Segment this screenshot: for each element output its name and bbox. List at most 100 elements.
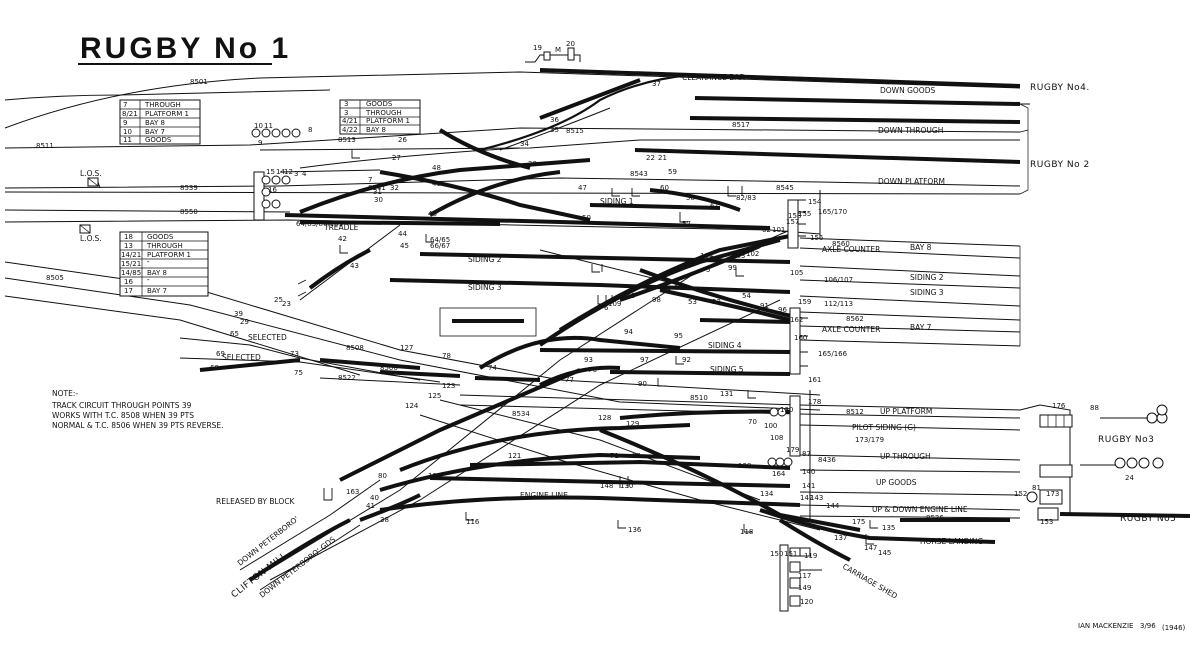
lever-number: 136 — [628, 526, 642, 534]
lever-number: 116 — [466, 518, 480, 526]
legend2-r1-num: 3 — [344, 100, 348, 108]
track-40 — [299, 224, 401, 301]
lever-number: 50 — [582, 214, 591, 222]
track-main-top — [539, 68, 1021, 88]
lever-number: 130 — [780, 406, 793, 414]
note-heading: NOTE:- — [52, 389, 78, 398]
legend1-r3-num: 9 — [123, 119, 127, 127]
label-siding2-right: SIDING 2 — [910, 273, 944, 282]
lever-number: 20 — [566, 40, 575, 48]
track-diag-2 — [558, 234, 791, 332]
lever-number: 62 — [762, 226, 771, 234]
legend3-r2-route: THROUGH — [146, 242, 183, 250]
lever-number: 138 — [738, 462, 751, 470]
label-down-goods: DOWN GOODS — [880, 86, 935, 95]
ground-signals — [297, 150, 878, 545]
lever-number: 97 — [640, 356, 649, 364]
lever-number: 73 — [290, 350, 299, 358]
legend-box-2: 3 GOODS 3 THROUGH 4/21 PLATFORM 1 4/22 B… — [339, 99, 421, 135]
rugby4-label: RUGBY No4. — [1030, 83, 1090, 93]
legend2-r2-num: 3 — [344, 109, 348, 117]
track-78 — [474, 376, 541, 382]
lever-number: 3 — [294, 170, 298, 178]
legend1-r2-route: PLATFORM 1 — [145, 110, 189, 118]
los-signal-2 — [79, 224, 91, 234]
signal-19-20 — [525, 47, 581, 63]
lever-number: 160 — [794, 334, 807, 342]
lever-number: 176 — [1052, 402, 1066, 410]
tc-label: 8526 — [926, 514, 944, 522]
lever-number: 22 — [646, 154, 655, 162]
track-pilot-siding — [799, 424, 1021, 431]
track-73 — [199, 358, 301, 372]
label-siding3: SIDING 3 — [468, 283, 502, 292]
lever-number: 130 — [620, 482, 633, 490]
lever-number: 49 — [432, 180, 441, 188]
lever-number: 37 — [652, 80, 661, 88]
lever-number: 24 — [1125, 474, 1134, 482]
track-engine-line — [379, 495, 801, 512]
track-up-platform-thick — [619, 409, 791, 420]
label-up-down-engine: UP & DOWN ENGINE LINE — [872, 505, 968, 514]
legend1-r5-route: GOODS — [145, 136, 172, 144]
lever-number: 124 — [405, 402, 419, 410]
tc-label: 8522 — [338, 374, 356, 382]
lever-number: 43 — [350, 262, 359, 270]
track-36-curve — [539, 78, 641, 120]
track-long-diag-3 — [339, 368, 581, 482]
lever-number: 101 — [772, 226, 785, 234]
lever-number: 82/83 — [736, 194, 756, 202]
lever-number: 100 — [764, 422, 777, 430]
track-upper-left — [4, 89, 331, 101]
lever-number: 87 — [802, 450, 811, 458]
track-bay8-right-2 — [799, 247, 1021, 259]
track-up-goods-right — [799, 491, 1021, 496]
note-line-4: NORMAL & T.C. 8506 WHEN 39 PTS REVERSE. — [52, 421, 224, 430]
lever-number: 77 — [565, 376, 574, 384]
track-bay8-right — [799, 237, 1021, 247]
lever-number: 164 — [772, 470, 786, 478]
legend3-r1-num: 18 — [124, 233, 133, 241]
signal-gantry-rugby3-upper — [1039, 404, 1168, 428]
signal-stack-172-178 — [767, 395, 801, 467]
track-down-goods — [694, 96, 1021, 106]
track-siding5 — [609, 370, 791, 376]
label-bay7: BAY 7 — [910, 323, 932, 332]
legend2-r3-route: PLATFORM 1 — [366, 117, 410, 125]
lever-number: 47 — [578, 184, 587, 192]
track-8436-b — [799, 469, 1021, 473]
lever-number: 104 — [700, 252, 714, 260]
lever-number: 163 — [346, 488, 359, 496]
lever-number: 94 — [624, 328, 633, 336]
lever-number: M — [555, 46, 561, 54]
credit-year: (1946) — [1162, 624, 1186, 632]
tc-label: 8543 — [630, 170, 648, 178]
tc-label: 8511 — [36, 142, 54, 150]
label-siding4: SIDING 4 — [708, 341, 742, 350]
track-crossover-49 — [379, 170, 591, 222]
track-engine-right — [799, 515, 1021, 519]
lever-number: 120 — [800, 598, 813, 606]
lever-number: 70 — [748, 418, 757, 426]
lever-number: 59 — [668, 168, 677, 176]
track-long-diag-1 — [259, 229, 791, 576]
lever-number: 121 — [508, 452, 521, 460]
track-8522 — [319, 377, 461, 386]
lever-number: 11 — [264, 122, 273, 130]
tc-label: 8562 — [846, 315, 864, 323]
lever-number: 48 — [432, 164, 441, 172]
tc-label: 8501 — [190, 78, 208, 86]
lever-number: 137 — [834, 534, 847, 542]
lever-number: 40 — [370, 494, 379, 502]
track-bay8-main — [284, 213, 771, 230]
lever-number: 131 — [720, 390, 733, 398]
lever-number: 38 — [380, 516, 389, 524]
legend3-r4-num: 15/21 — [121, 260, 141, 268]
legend2-r4-route: BAY 8 — [366, 126, 386, 134]
lever-number: 103 — [732, 252, 745, 260]
lever-number: 30 — [374, 196, 383, 204]
tc-label: 8539 — [180, 184, 198, 192]
label-carriage-shed: CARRIAGE SHED — [841, 562, 899, 601]
lever-number: 150 — [770, 550, 783, 558]
lever-number: 96 — [778, 306, 787, 314]
